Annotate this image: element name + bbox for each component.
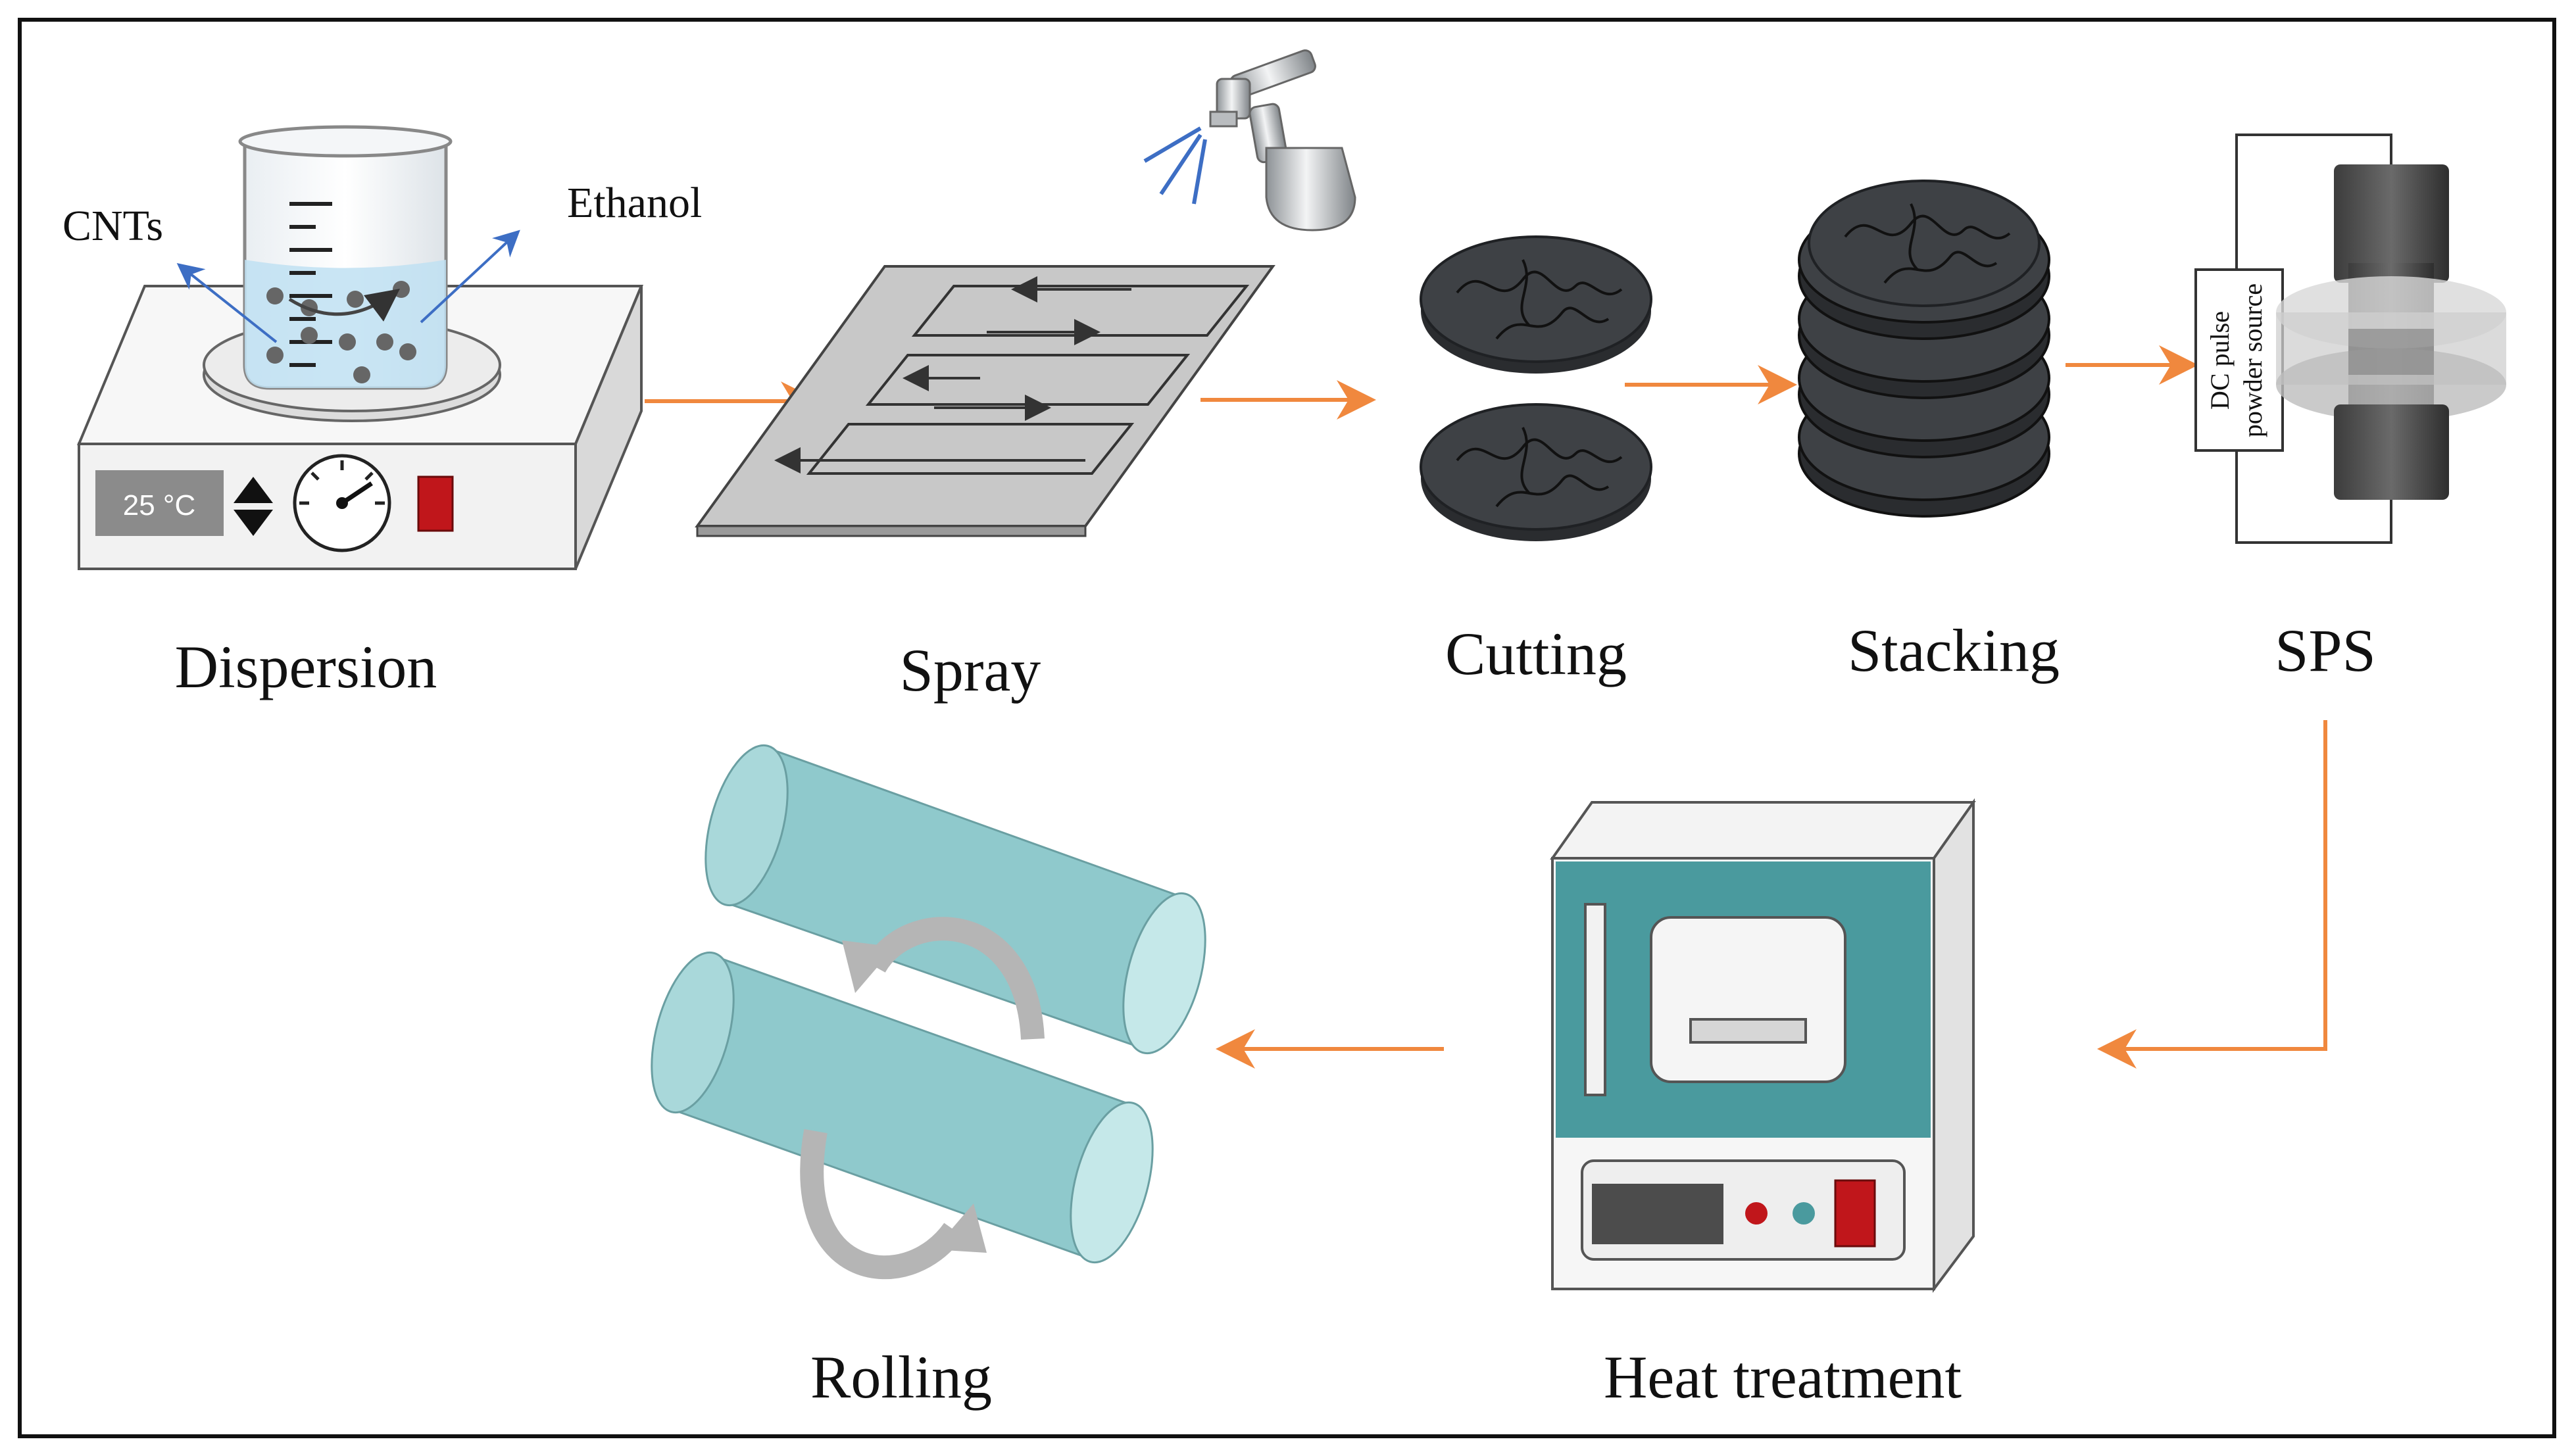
sps-apparatus: DC pulse powder source	[2194, 133, 2506, 544]
power-source-label-1: DC pulse	[2205, 311, 2235, 410]
power-indicator	[417, 475, 454, 532]
disc-stack	[1798, 180, 2050, 518]
flow-arrow	[2097, 720, 2327, 1069]
up-arrow-icon	[234, 477, 273, 503]
stage-label-sps: SPS	[2275, 617, 2376, 684]
furnace	[1550, 798, 1976, 1293]
cnts-label: CNTs	[62, 202, 163, 250]
spray-gun-icon	[1143, 49, 1356, 231]
furnace-display	[1592, 1184, 1723, 1244]
stage-label-rolling: Rolling	[810, 1344, 992, 1411]
stage-label-stacking: Stacking	[1848, 617, 2060, 684]
rollers	[651, 744, 1206, 1280]
power-source-label-2: powder source	[2238, 283, 2267, 437]
stage-label-dispersion: Dispersion	[175, 633, 437, 700]
door-handle	[1584, 903, 1606, 1096]
spray-substrate	[695, 265, 1275, 537]
figure-border	[18, 18, 2556, 1438]
temperature-display	[95, 470, 224, 536]
furnace-window	[1650, 916, 1846, 1083]
down-arrow-icon	[234, 510, 273, 536]
cnts-pointer	[176, 263, 278, 343]
beaker	[238, 125, 453, 390]
temperature-readout: 25 °C	[123, 489, 196, 522]
ethanol-label: Ethanol	[567, 179, 702, 227]
stage-label-spray: Spray	[900, 637, 1041, 704]
stage-label-cutting: Cutting	[1445, 620, 1627, 687]
cut-discs	[1420, 235, 1652, 541]
stage-label-heat-treatment: Heat treatment	[1604, 1344, 1962, 1411]
ethanol-pointer	[420, 230, 520, 324]
